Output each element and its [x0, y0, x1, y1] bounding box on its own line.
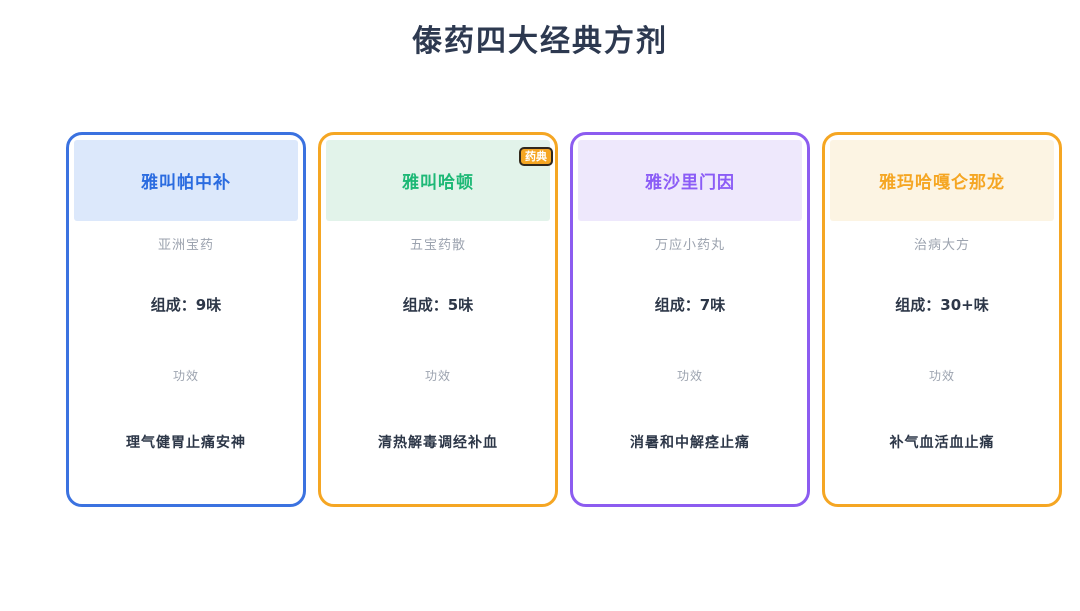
card-composition: 组成：5味: [402, 296, 474, 314]
card-efficacy: 清热解毒调经补血: [378, 435, 498, 451]
card-title: 雅叫帕中补: [74, 140, 298, 221]
card-body: 五宝药散 组成：5味 功效 清热解毒调经补血: [326, 221, 550, 452]
card-ya-ma-ha-ga-lun-na-long: 雅玛哈嘎仑那龙 治病大方 组成：30+味 功效 补气血活血止痛: [822, 132, 1062, 507]
card-alias: 治病大方: [913, 238, 970, 253]
efficacy-label: 功效: [676, 369, 703, 383]
page-title: 傣药四大经典方剂: [412, 24, 668, 59]
card-alias: 亚洲宝药: [157, 238, 214, 253]
efficacy-label: 功效: [424, 369, 451, 383]
efficacy-label: 功效: [928, 369, 955, 383]
card-efficacy: 理气健胃止痛安神: [126, 435, 246, 451]
card-efficacy: 补气血活血止痛: [889, 435, 995, 451]
card-body: 万应小药丸 组成：7味 功效 消暑和中解痉止痛: [578, 221, 802, 452]
card-title: 雅叫哈顿: [326, 140, 550, 221]
card-composition: 组成：7味: [654, 296, 726, 314]
pharmacopoeia-badge: 药典: [519, 147, 553, 166]
card-composition: 组成：30+味: [895, 296, 989, 314]
cards-row: 雅叫帕中补 亚洲宝药 组成：9味 功效 理气健胃止痛安神 药典 雅叫哈顿 五宝药…: [66, 132, 1062, 507]
card-title: 雅玛哈嘎仑那龙: [830, 140, 1054, 221]
card-composition: 组成：9味: [150, 296, 222, 314]
card-body: 治病大方 组成：30+味 功效 补气血活血止痛: [830, 221, 1054, 452]
card-ya-jiao-ha-dun: 药典 雅叫哈顿 五宝药散 组成：5味 功效 清热解毒调经补血: [318, 132, 558, 507]
card-body: 亚洲宝药 组成：9味 功效 理气健胃止痛安神: [74, 221, 298, 452]
card-efficacy: 消暑和中解痉止痛: [630, 435, 750, 451]
card-ya-jiao-pa-zhong-bu: 雅叫帕中补 亚洲宝药 组成：9味 功效 理气健胃止痛安神: [66, 132, 306, 507]
card-ya-sha-li-men-yin: 雅沙里门因 万应小药丸 组成：7味 功效 消暑和中解痉止痛: [570, 132, 810, 507]
card-title: 雅沙里门因: [578, 140, 802, 221]
card-alias: 万应小药丸: [654, 238, 725, 253]
card-alias: 五宝药散: [409, 238, 466, 253]
efficacy-label: 功效: [172, 369, 199, 383]
